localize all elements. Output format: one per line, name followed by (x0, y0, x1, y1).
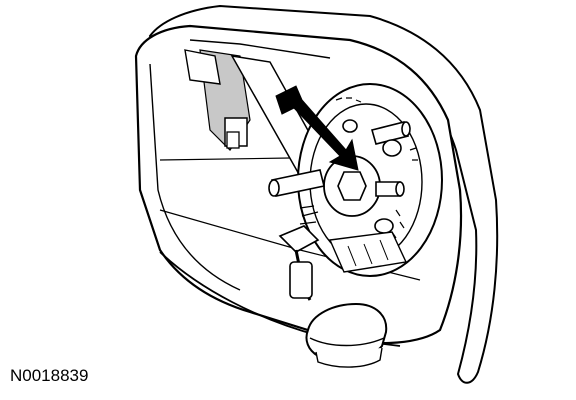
puddle-lamp-rim (309, 337, 385, 347)
pointer-arrow-icon (275, 85, 359, 171)
harness-clip (289, 261, 313, 299)
upper-bracket (184, 49, 221, 85)
mounting-studs (268, 119, 411, 234)
left-bracket-tab (226, 131, 240, 149)
bracket-ribs (347, 239, 389, 267)
housing-cross-line (159, 157, 291, 161)
puddle-lamp-base (315, 347, 383, 368)
housing-inner-edge (149, 63, 241, 291)
housing-top-edge (189, 39, 331, 59)
motor-center-nut (337, 171, 367, 201)
motor-lower-bracket (328, 231, 408, 273)
puddle-lamp-lens (305, 302, 388, 360)
electrical-connector (278, 225, 320, 253)
ring-emboss-marks (335, 97, 418, 239)
figure-id-label: N0018839 (10, 366, 89, 385)
wire-strands (299, 205, 319, 225)
